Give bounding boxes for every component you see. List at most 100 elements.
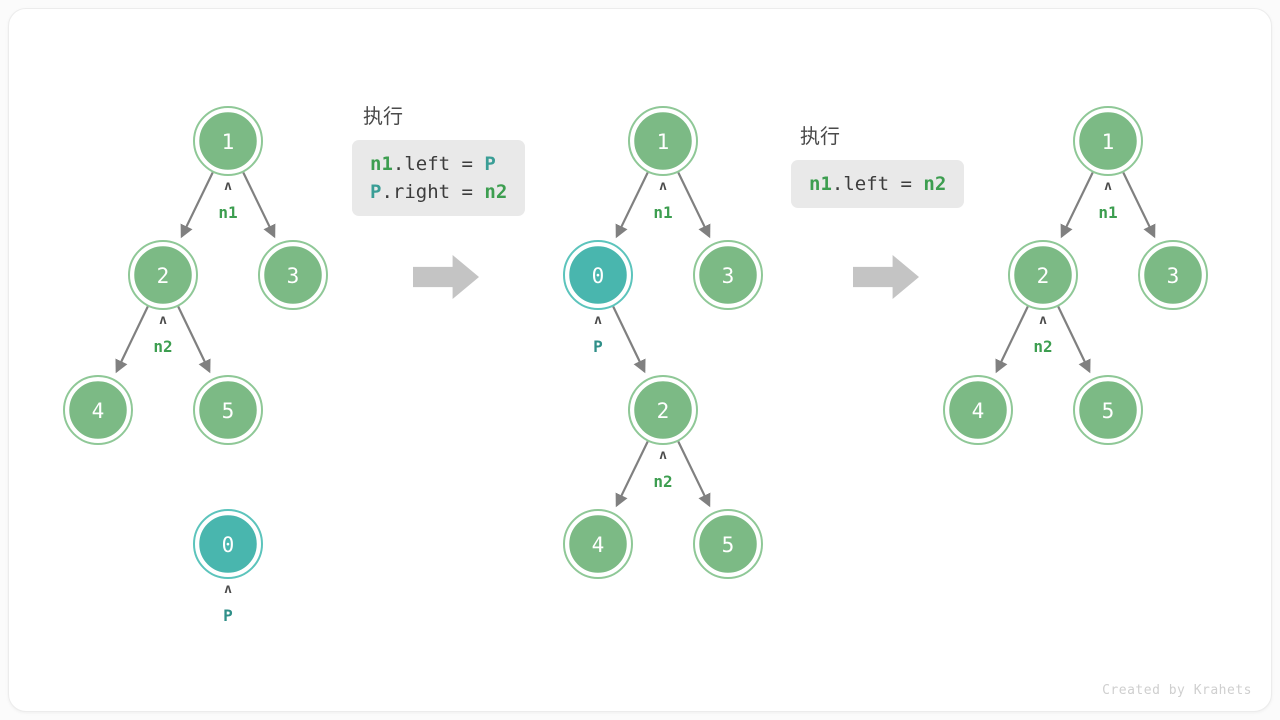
tree-edge	[180, 172, 214, 239]
node-ring	[693, 509, 763, 579]
tree-node[interactable]: 2	[628, 375, 698, 445]
node-circle	[131, 243, 195, 307]
exec-label: 执行	[363, 106, 403, 128]
node-circle	[196, 109, 260, 173]
tree-nodes: 1 0 3 2 4 5	[563, 106, 763, 579]
node-value: 1	[1102, 130, 1115, 154]
tree-node[interactable]: 2	[128, 240, 198, 310]
node-circle	[696, 243, 760, 307]
pointer-label: n2	[1033, 337, 1052, 356]
code-token: n1	[370, 153, 393, 175]
pointer-caret-icon: ʌ	[659, 179, 667, 194]
node-ring	[563, 509, 633, 579]
tree-node[interactable]: 2	[1008, 240, 1078, 310]
node-circle	[1076, 109, 1140, 173]
node-circle	[1141, 243, 1205, 307]
node-value: 5	[222, 399, 235, 423]
code-token: .left =	[831, 173, 924, 195]
node-circle	[566, 243, 630, 307]
node-circle	[196, 512, 260, 576]
tree-node[interactable]: 1	[628, 106, 698, 176]
tree-edge	[615, 172, 649, 239]
code-token: n1	[809, 173, 832, 195]
node-ring	[628, 106, 698, 176]
code-token: .left =	[392, 153, 485, 175]
pointer-label: P	[223, 606, 233, 625]
node-ring	[1138, 240, 1208, 310]
node-value: 5	[722, 533, 735, 557]
node-ring	[1073, 375, 1143, 445]
tree-node[interactable]: 1	[193, 106, 263, 176]
tree-node[interactable]: 4	[563, 509, 633, 579]
node-ring	[563, 240, 633, 310]
node-value: 2	[657, 399, 670, 423]
node-circle	[1011, 243, 1075, 307]
node-ring	[628, 375, 698, 445]
pointer-caret-icon: ʌ	[224, 582, 232, 597]
node-ring	[943, 375, 1013, 445]
node-ring	[1073, 106, 1143, 176]
node-circle	[1076, 378, 1140, 442]
node-value: 0	[592, 264, 605, 288]
tree-node[interactable]: 0	[193, 509, 263, 579]
code-block: n1.left = n2	[791, 160, 965, 208]
tree-edge	[677, 172, 711, 239]
node-value: 4	[972, 399, 985, 423]
tree-node[interactable]: 4	[63, 375, 133, 445]
tree-edge	[177, 306, 211, 374]
pointer-caret-icon: ʌ	[1039, 313, 1047, 328]
tree-node[interactable]: 3	[1138, 240, 1208, 310]
tree-node[interactable]: 5	[693, 509, 763, 579]
code-token: n2	[923, 173, 947, 195]
node-ring	[693, 240, 763, 310]
tree-edge	[1060, 172, 1094, 239]
node-value: 3	[722, 264, 735, 288]
step-arrow-icon	[853, 255, 919, 299]
tree-node[interactable]: 5	[1073, 375, 1143, 445]
node-value: 3	[287, 264, 300, 288]
code-line: n1.left = n2	[809, 170, 946, 198]
code-token: n2	[484, 181, 508, 203]
tree-node[interactable]: 3	[693, 240, 763, 310]
tree-edges	[995, 172, 1156, 374]
pointer-label: n1	[218, 203, 237, 222]
node-value: 1	[657, 130, 670, 154]
pointer-caret-icon: ʌ	[594, 313, 602, 328]
node-circle	[946, 378, 1010, 442]
pointer-label: P	[593, 337, 603, 356]
pointer-label: n1	[653, 203, 672, 222]
node-ring	[193, 375, 263, 445]
tree-node[interactable]: 0	[563, 240, 633, 310]
node-circle	[631, 109, 695, 173]
pointer-label: n2	[153, 337, 172, 356]
node-ring	[193, 509, 263, 579]
code-token: .right =	[381, 181, 485, 203]
tree-node[interactable]: 4	[943, 375, 1013, 445]
node-value: 2	[157, 264, 170, 288]
tree-edge	[1122, 172, 1156, 239]
code-token: P	[370, 181, 382, 203]
exec-label: 执行	[800, 126, 840, 148]
tree-edge	[1057, 306, 1091, 374]
node-value: 0	[222, 533, 235, 557]
code-line: n1.left = P	[370, 150, 507, 178]
pointer-caret-icon: ʌ	[224, 179, 232, 194]
node-circle	[261, 243, 325, 307]
step-arrow-icon	[413, 255, 479, 299]
tree-edge	[115, 306, 149, 374]
node-ring	[1008, 240, 1078, 310]
tree-node[interactable]: 1	[1073, 106, 1143, 176]
node-ring	[258, 240, 328, 310]
tree-node[interactable]: 3	[258, 240, 328, 310]
node-value: 2	[1037, 264, 1050, 288]
tree-edges	[612, 172, 711, 508]
tree-node[interactable]: 5	[193, 375, 263, 445]
pointer-label: n1	[1098, 203, 1117, 222]
pointer-caret-icon: ʌ	[159, 313, 167, 328]
tree-edge	[677, 441, 711, 508]
code-block: n1.left = P P.right = n2	[352, 140, 526, 216]
